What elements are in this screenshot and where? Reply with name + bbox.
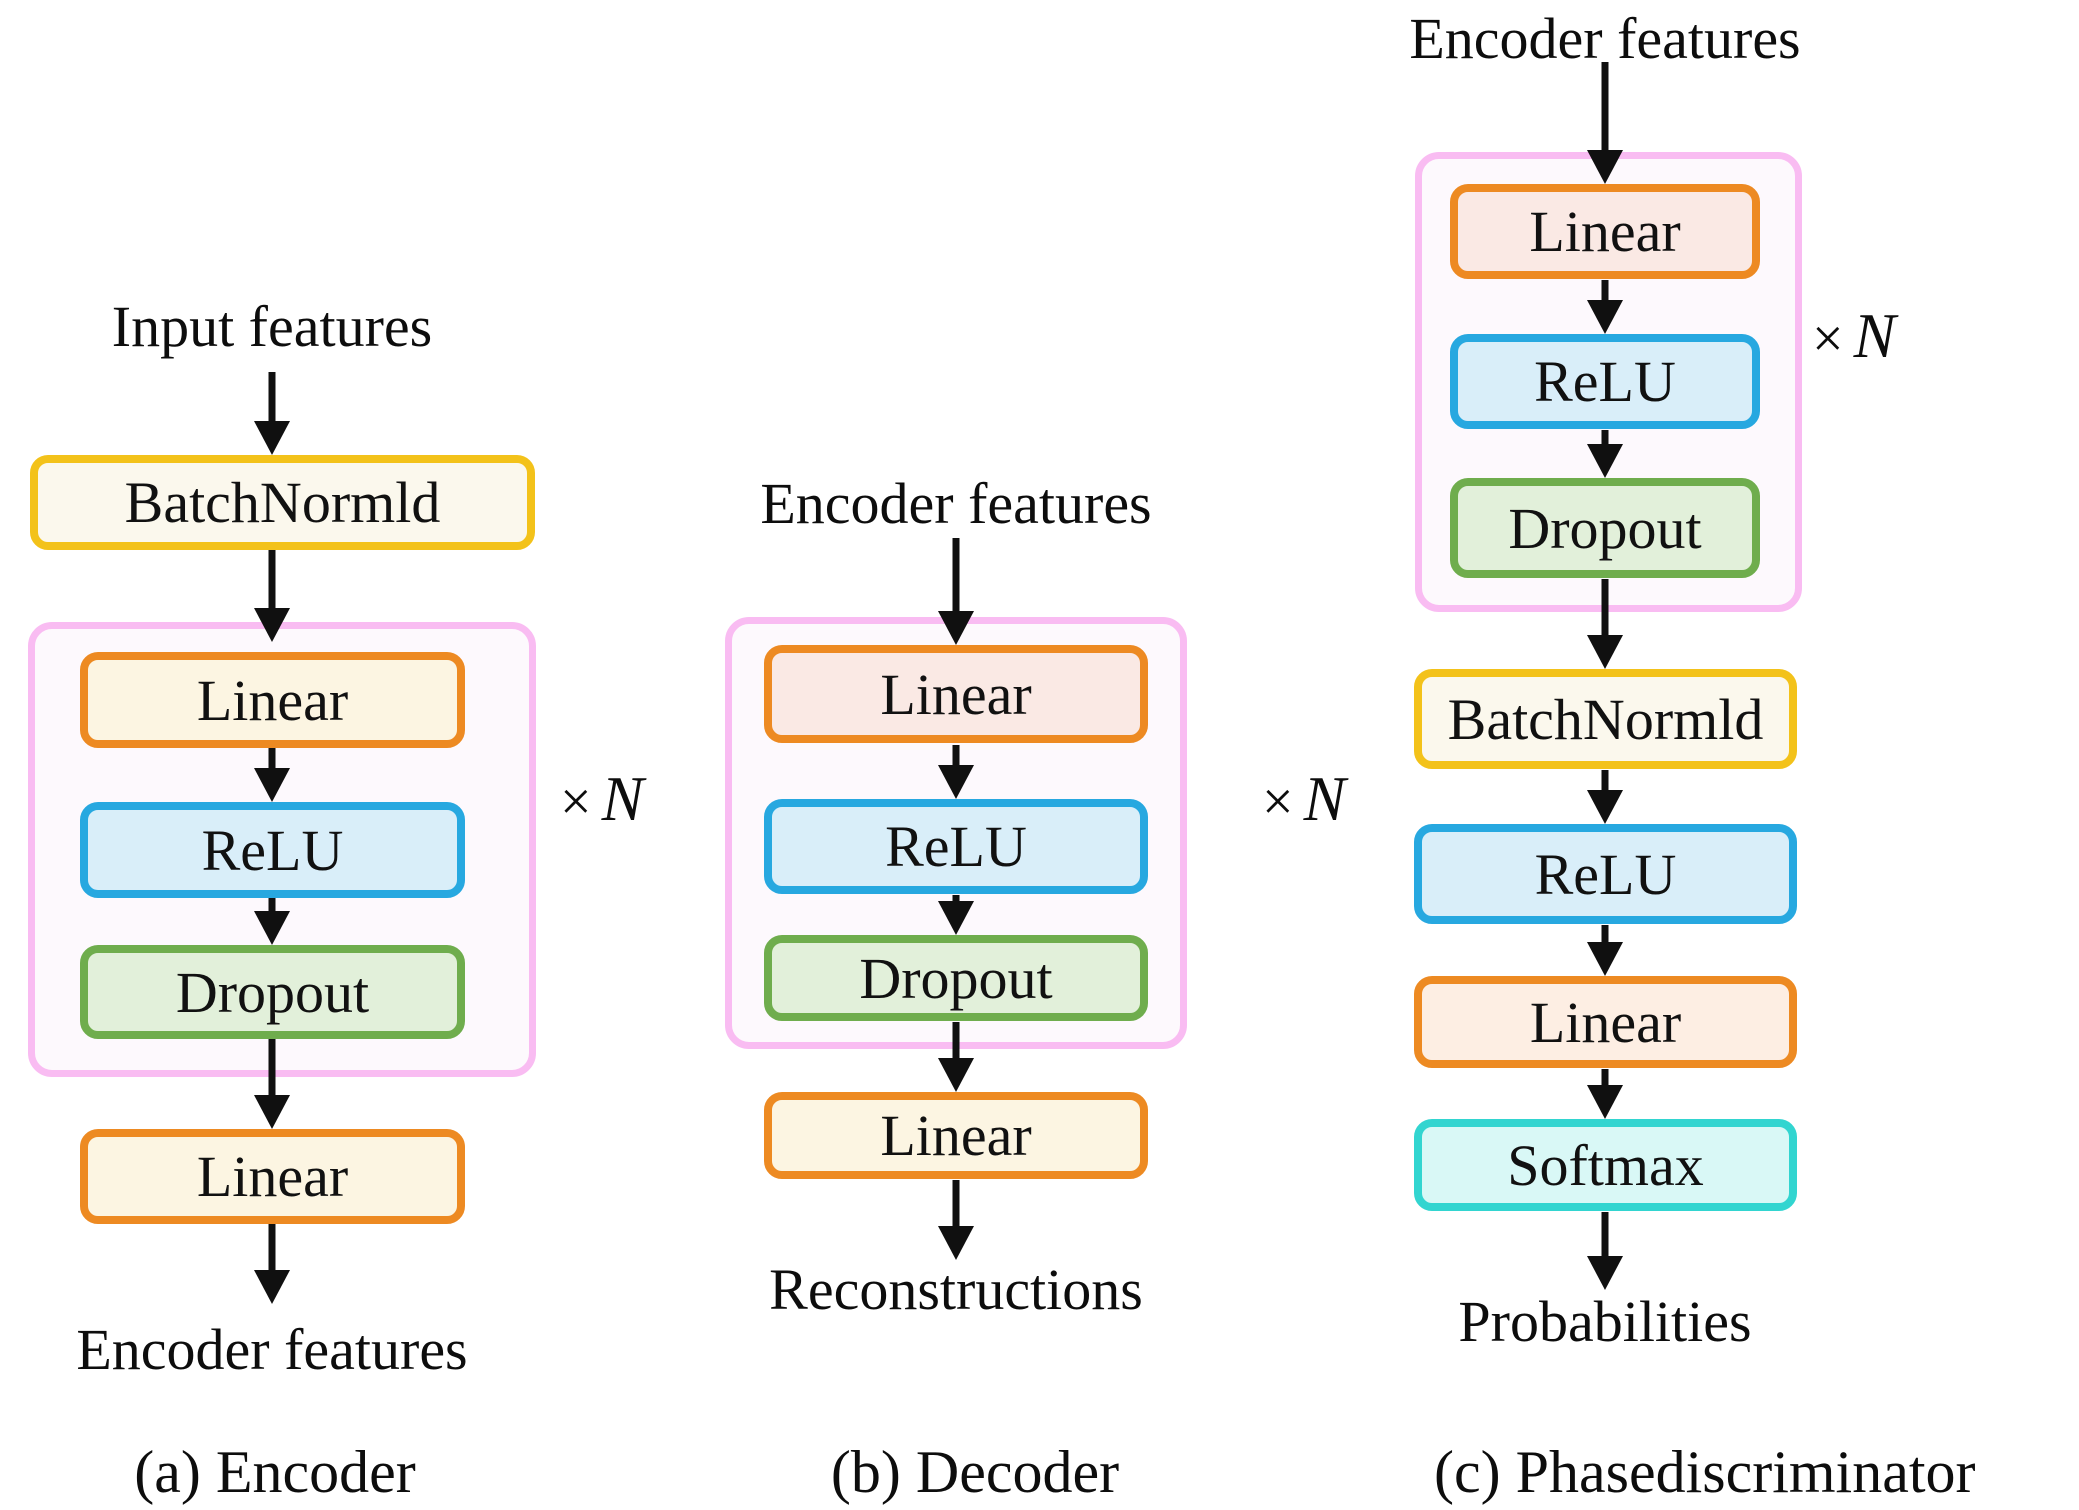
repeat-variable: N <box>1853 301 1896 371</box>
relu-block: ReLU <box>764 799 1148 894</box>
arrow-down-icon <box>1587 770 1623 824</box>
linear-block: Linear <box>1414 976 1797 1068</box>
reconstructions-label: Reconstructions <box>769 1257 1143 1322</box>
arrow-down-icon <box>254 1224 290 1304</box>
relu-block: ReLU <box>80 802 465 898</box>
input-features-label: Input features <box>111 294 433 359</box>
batchnorm-block: BatchNormld <box>1414 669 1797 769</box>
dropout-block: Dropout <box>80 945 465 1039</box>
dropout-block: Dropout <box>1450 478 1760 578</box>
arrow-down-icon <box>938 1022 974 1092</box>
arrow-down-icon <box>1587 280 1623 334</box>
repeat-variable: N <box>601 764 644 834</box>
linear-block: Linear <box>764 645 1148 743</box>
arrow-down-icon <box>254 1039 290 1129</box>
encoder-features-label: Encoder features <box>760 471 1152 536</box>
softmax-block: Softmax <box>1414 1119 1797 1211</box>
relu-block: ReLU <box>1450 334 1760 429</box>
arrow-down-icon <box>938 538 974 645</box>
repeat-count-label: ×N <box>1262 763 1346 836</box>
arrow-down-icon <box>1587 579 1623 669</box>
repeat-count-label: ×N <box>560 763 644 836</box>
arrow-down-icon <box>938 1180 974 1260</box>
arrow-down-icon <box>1587 62 1623 184</box>
multiply-sign: × <box>1812 308 1844 370</box>
caption-encoder: (a) Encoder <box>134 1439 416 1505</box>
linear-block: Linear <box>80 652 465 748</box>
repeat-variable: N <box>1303 764 1346 834</box>
arrow-down-icon <box>938 745 974 799</box>
caption-phasediscriminator: (c) Phasediscriminator <box>1434 1439 1976 1505</box>
dropout-block: Dropout <box>764 935 1148 1021</box>
encoder-features-label: Encoder features <box>76 1317 468 1382</box>
linear-block: Linear <box>1450 184 1760 279</box>
arrow-down-icon <box>254 372 290 455</box>
probabilities-label: Probabilities <box>1458 1289 1752 1354</box>
multiply-sign: × <box>1262 771 1294 833</box>
arrow-down-icon <box>254 898 290 945</box>
arrow-down-icon <box>254 550 290 642</box>
caption-decoder: (b) Decoder <box>830 1439 1120 1505</box>
arrow-down-icon <box>1587 1069 1623 1119</box>
arrow-down-icon <box>1587 925 1623 976</box>
repeat-count-label: ×N <box>1812 300 1896 373</box>
linear-block: Linear <box>80 1129 465 1224</box>
multiply-sign: × <box>560 771 592 833</box>
batchnorm-block: BatchNormld <box>30 455 535 550</box>
arrow-down-icon <box>1587 430 1623 478</box>
encoder-features-label: Encoder features <box>1409 6 1801 71</box>
linear-block: Linear <box>764 1092 1148 1179</box>
arrow-down-icon <box>254 748 290 802</box>
arrow-down-icon <box>938 895 974 935</box>
arrow-down-icon <box>1587 1212 1623 1290</box>
relu-block: ReLU <box>1414 824 1797 924</box>
